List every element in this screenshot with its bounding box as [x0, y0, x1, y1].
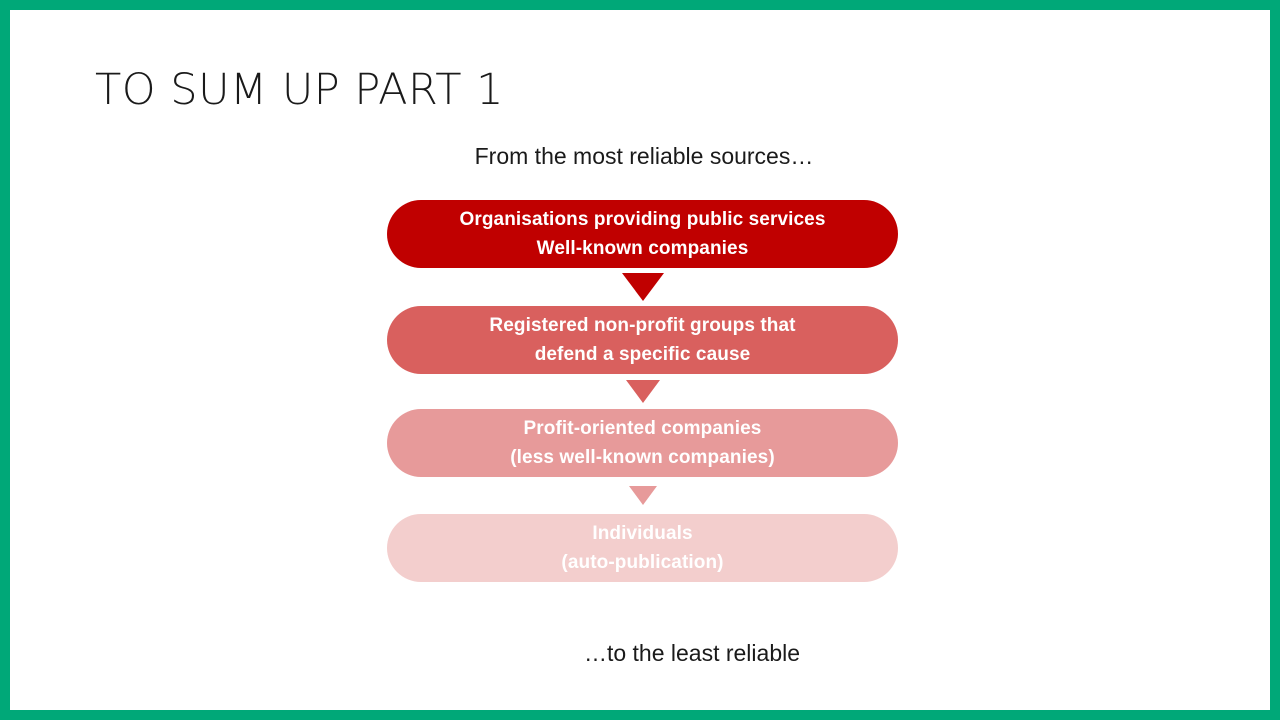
arrow-down-icon-2 [625, 380, 660, 403]
funnel-bottom-caption: …to the least reliable [583, 640, 801, 666]
funnel-level-3: Profit-oriented companies (less well-kno… [387, 409, 898, 477]
arrow-down-icon-1 [621, 273, 664, 301]
funnel-level-1-line-2: Well-known companies [536, 238, 749, 259]
funnel-level-1: Organisations providing public services … [387, 200, 898, 268]
funnel-level-2: Registered non-profit groups that defend… [387, 306, 898, 374]
funnel-level-4-line-2: (auto-publication) [561, 552, 724, 573]
funnel-level-3-line-1: Profit-oriented companies [523, 417, 762, 439]
funnel-arrow-row-3 [387, 486, 898, 505]
arrow-down-icon-3 [628, 486, 657, 505]
funnel-level-1-line-1: Organisations providing public services [459, 208, 826, 230]
funnel-level-2-line-1: Registered non-profit groups that [489, 314, 796, 336]
page-title: TO SUM UP PART 1 [95, 65, 505, 115]
funnel-level-4-line-1: Individuals [592, 522, 693, 544]
funnel-arrow-row-1 [387, 273, 898, 301]
funnel-level-4: Individuals (auto-publication) [387, 514, 898, 582]
funnel-top-caption: From the most reliable sources… [474, 143, 814, 169]
spacer [387, 505, 898, 514]
spacer [387, 477, 898, 486]
funnel-level-3-line-2: (less well-known companies) [510, 447, 775, 468]
funnel-level-2-line-2: defend a specific cause [534, 344, 751, 365]
reliability-funnel: Organisations providing public services … [387, 200, 898, 582]
funnel-arrow-row-2 [387, 380, 898, 403]
